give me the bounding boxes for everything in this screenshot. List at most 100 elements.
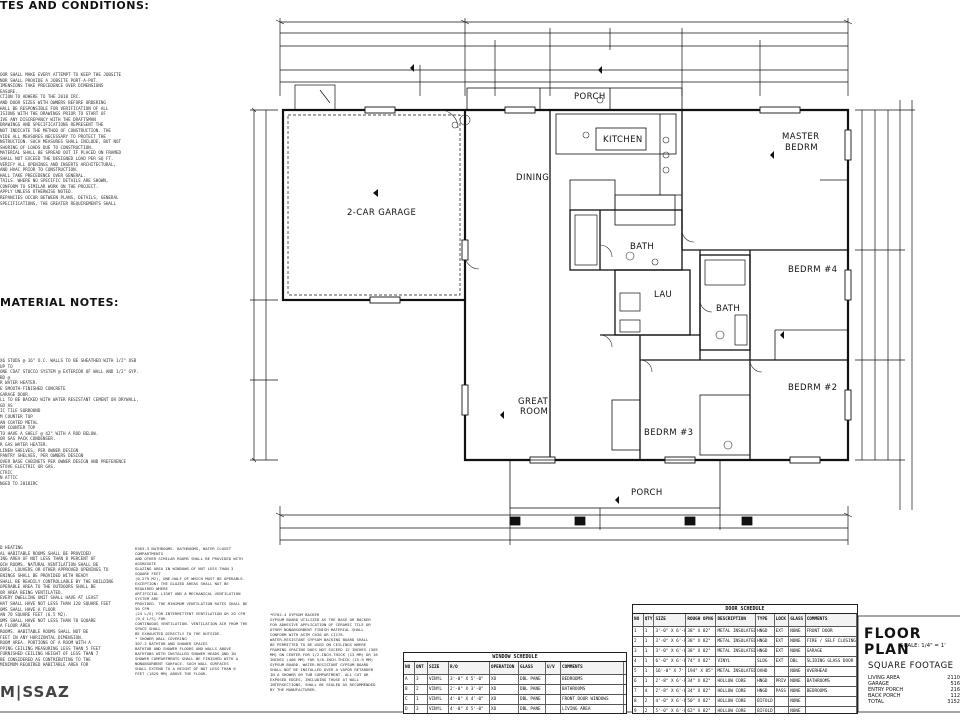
note-line: MATERIAL SHALL BE SPREAD OUT IF PLACED O…	[0, 150, 122, 156]
table-cell: DBL PANE	[519, 695, 546, 704]
table-cell: XO	[490, 675, 519, 684]
table-cell: A	[404, 675, 415, 684]
note-line: * SHOWER WALL COVERING	[135, 636, 187, 641]
table-cell	[546, 705, 561, 713]
note-line: SHOWER COMPARTMENTS SHALL BE FINISHED WI…	[135, 656, 239, 661]
table-cell: NONE	[789, 697, 806, 706]
square-footage-value: 216	[950, 687, 960, 693]
table-cell: METAL INSULATED	[717, 647, 757, 656]
note-line: CONFORM TO SIMILAR WORK ON THE PROJECT.	[0, 183, 99, 189]
table-cell: NONE	[789, 677, 806, 686]
table-cell: C	[404, 695, 415, 704]
table-cell: 2	[415, 685, 428, 694]
note-line: IVE ANY DISCREPANCY WITH THE DRAFTSMAN	[0, 116, 96, 122]
master-bedroom-label-1: MASTER	[782, 132, 820, 142]
table-cell: EXT	[775, 627, 790, 636]
note-line: FOR ADHESIVE APPLICATION OF CERAMIC TILE…	[270, 622, 371, 627]
window-schedule-title: WINDOW SCHEDULE	[404, 653, 626, 662]
note-line: HAT SHALL HAVE NOT LESS THAN 120 SQUARE …	[0, 600, 111, 606]
table-cell: METAL INSULATED	[717, 637, 757, 646]
table-cell: HNGD	[756, 677, 775, 686]
table-header-cell: GLASS	[519, 662, 546, 674]
note-line: SPACE SHALL	[135, 626, 161, 631]
table-cell: PASS	[775, 687, 790, 696]
table-cell	[546, 685, 561, 694]
bath-2-label: BATH	[716, 304, 741, 314]
square-footage-value: 3152	[947, 699, 960, 705]
table-cell: HOLLOW CORE	[716, 697, 757, 706]
note-line: ENINGS SHALL BE PROVIDED WITH READY	[0, 572, 89, 578]
table-cell: 1	[644, 637, 655, 646]
note-line: REQUIRED WHERE	[135, 586, 168, 591]
table-cell: PRIV	[775, 677, 790, 686]
note-line: SQUARE FEET	[135, 571, 161, 576]
note-line: EASURE.	[0, 88, 18, 94]
note-line: AND DOOR SIZES WITH OWNERS BEFORE ORDERI…	[0, 99, 106, 105]
table-header-cell: ROUGH OPNG	[686, 614, 717, 626]
table-cell: HOLLOW CORE	[716, 707, 757, 713]
table-cell: 6'-0" X 6'-8"	[655, 657, 687, 666]
table-cell: 1	[644, 677, 655, 686]
table-cell: XO	[490, 685, 519, 694]
table-cell: BATHROOMS	[806, 677, 857, 686]
table-header-cell: OPERATION	[490, 662, 519, 674]
note-line: EXPOSED EDGES, INCLUDING THOSE AT WALL	[270, 677, 360, 682]
table-header-cell: GLASS	[789, 614, 806, 626]
note-line: ONE COAT STUCCO SYSTEM @ EXTERIOR OF WAL…	[0, 369, 139, 380]
table-cell: 9	[633, 707, 644, 713]
note-line: PROVIDED. THE MINIMUM VENTILATION RATES …	[135, 601, 248, 606]
note-line: R WATER HEATER.	[0, 380, 38, 386]
table-header-cell: NO	[404, 662, 415, 674]
note-line: AGGREGATE	[135, 561, 157, 566]
table-cell: 8	[633, 697, 644, 706]
table-header-cell: NO	[633, 614, 644, 626]
notes-title: TES AND CONDITIONS:	[0, 0, 150, 12]
note-line: NOT INDICATE THE METHOD OF CONSTRUCTION.…	[0, 127, 111, 133]
table-cell: NONE	[789, 627, 806, 636]
table-header-cell: SIZE	[428, 662, 449, 674]
table-cell: 4	[644, 687, 655, 696]
table-cell: HNGD	[756, 627, 775, 636]
note-line: CONTINUOUS VENTILATION. VENTILATION AIR …	[135, 621, 248, 626]
table-cell: XO	[490, 695, 519, 704]
note-line: E SMOOTH-FINISHED CONCRETE	[0, 385, 66, 391]
table-cell: 4'-0" X 5'-0"	[449, 705, 490, 713]
table-cell: DBL PANE	[519, 675, 546, 684]
table-cell	[546, 675, 561, 684]
note-line: OTHER NONABSORBENT FINISH MATERIAL SHALL	[270, 627, 364, 632]
table-cell: 38" X 82"	[686, 627, 717, 636]
table-header-cell: U/V	[546, 662, 561, 674]
table-cell: NONE	[789, 647, 806, 656]
table-cell: HNGD	[756, 637, 775, 646]
table-cell: 1	[644, 647, 655, 656]
table-cell: 194" X 85"	[686, 667, 717, 676]
table-cell: FRONT DOOR WINDOWS	[561, 695, 624, 704]
note-line: STOVE ELECTRIC OR GAS.	[0, 464, 56, 470]
note-line: M COUNTER TOP	[0, 413, 33, 419]
table-cell: 1	[644, 657, 655, 666]
table-cell: NONE	[789, 637, 806, 646]
table-cell: 34" X 82"	[686, 687, 717, 696]
square-footage-title: SQUARE FOOTAGE	[868, 661, 954, 671]
dining-label: DINING	[516, 173, 550, 183]
note-line: R303.3 BATHROOMS. BATHROOMS, WATER CLOSE…	[135, 546, 232, 551]
table-header-cell: COMMENTS	[806, 614, 857, 626]
bath-1-label: BATH	[630, 242, 655, 252]
table-cell: NONE	[789, 707, 806, 713]
note-line: OCH ROOMS. NATURAL VENTILATION SHALL BE	[0, 561, 99, 567]
material-notes-title: MATERIAL NOTES:	[0, 296, 119, 309]
note-line: OR AREA BEING VENTILATED.	[0, 589, 64, 595]
note-line: OMS SHALL HAVE A FLOOR	[0, 606, 56, 612]
